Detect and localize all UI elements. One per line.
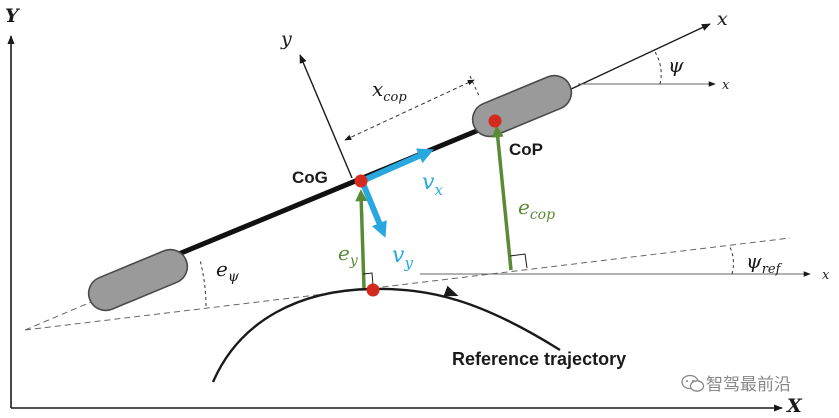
watermark-text: 智驾最前沿 (706, 375, 791, 395)
e-psi-arc (199, 259, 207, 307)
reference-trajectory: Reference trajectory (211, 285, 626, 383)
e-y-label: ey (338, 241, 359, 269)
body-axes: x y (280, 8, 728, 179)
body-axis-extension-line (24, 293, 111, 331)
error-vectors: ey ecop (338, 125, 555, 289)
wechat-icon (681, 374, 705, 392)
x-cop-dimension: xcop (344, 75, 481, 141)
heading-angle-group: x ψ (578, 51, 730, 93)
e-cop-sub: cop (530, 207, 555, 223)
x-cop-main: x (372, 77, 383, 101)
psi-label: ψ (668, 53, 684, 77)
velocity-vectors: vx vy (359, 148, 443, 272)
e-cop-main: e (518, 195, 530, 219)
reference-tangent-line (24, 237, 791, 331)
cop-label: CoP (509, 140, 543, 159)
vehicle-chassis (139, 110, 521, 273)
cog-point (354, 174, 368, 188)
e-psi-main: e (216, 257, 228, 281)
cop-point (488, 114, 502, 128)
trajectory-direction-arrow (443, 285, 459, 297)
e-psi-sub: ψ (228, 269, 240, 285)
front-wheel (471, 74, 573, 138)
watermark: 智驾最前沿 (681, 374, 791, 395)
x-cop-extension-line (469, 75, 481, 99)
global-axes: Y X (5, 5, 803, 417)
rear-wheel (87, 248, 189, 312)
v-y-main: v (392, 243, 405, 268)
x-cop-dimension-line (344, 79, 475, 141)
heading-x-label: x (722, 78, 730, 93)
x-cop-label: xcop (372, 77, 407, 105)
cog-label: CoG (292, 168, 328, 187)
reference-trajectory-label: Reference trajectory (452, 349, 626, 369)
e-cop-label: ecop (518, 195, 555, 223)
key-points: CoG CoP (292, 114, 543, 297)
body-x-label: x (717, 8, 728, 30)
e-cop-right-angle (509, 253, 528, 269)
body-y-axis (299, 54, 353, 179)
x-cop-sub: cop (383, 90, 407, 105)
v-x-sub: x (434, 181, 443, 199)
v-y-label: vy (392, 243, 413, 272)
global-x-label: X (786, 395, 803, 417)
psi-ref-group: ψref (728, 244, 783, 277)
psi-ref-label: ψref (746, 249, 783, 277)
reference-lines: x (24, 237, 830, 331)
v-y-vector (359, 179, 387, 238)
e-cop-vector (491, 125, 513, 271)
e-y-vector (355, 189, 368, 289)
e-y-right-angle (362, 272, 374, 286)
v-x-vector (360, 148, 434, 184)
v-x-label: vx (422, 170, 443, 199)
psi-ref-sub: ref (762, 262, 783, 277)
psi-ref-main: ψ (746, 249, 762, 273)
body-y-label: y (280, 28, 292, 50)
e-y-main: e (338, 241, 350, 265)
e-y-sub: y (349, 253, 359, 269)
psi-arc (654, 51, 662, 85)
trajectory-point (366, 283, 380, 297)
v-x-main: v (422, 170, 435, 195)
ref-x-label: x (822, 268, 830, 283)
global-y-label: Y (5, 5, 21, 27)
psi-ref-arc (728, 244, 734, 275)
v-y-sub: y (403, 254, 413, 272)
e-psi-label: eψ (216, 257, 240, 285)
e-psi-group: eψ (199, 257, 240, 307)
